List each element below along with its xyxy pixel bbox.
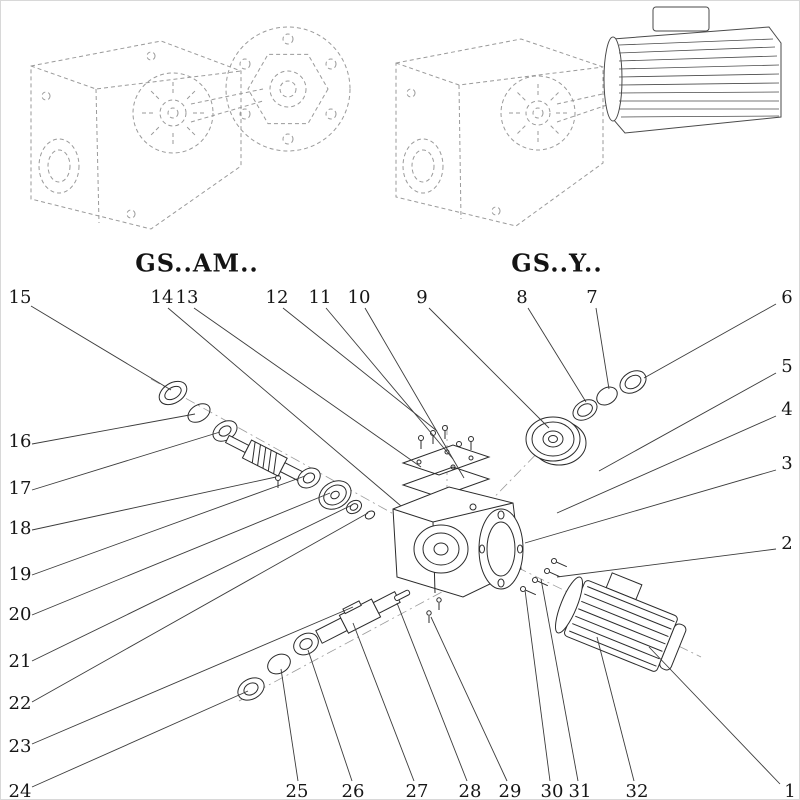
model-label-gsam: GS..AM..	[135, 248, 259, 278]
leader-line-23	[31, 606, 354, 745]
callout-number-29: 29	[498, 781, 522, 800]
leader-line-25	[280, 668, 299, 782]
callout-number-7: 7	[586, 287, 598, 308]
leader-line-15	[30, 305, 172, 391]
callout-number-17: 17	[8, 478, 32, 499]
leader-line-6	[643, 303, 777, 379]
leader-line-30	[524, 589, 551, 782]
shaft-key	[394, 589, 411, 602]
mounting-flange	[225, 26, 351, 152]
leader-line-5	[598, 372, 777, 472]
gear-spacer-ring	[572, 399, 598, 421]
output-washer	[237, 677, 265, 701]
callout-number-20: 20	[8, 604, 32, 625]
leader-line-10	[364, 307, 465, 479]
leader-line-9	[428, 307, 550, 429]
leader-line-17	[31, 431, 221, 491]
leader-line-31	[540, 578, 579, 782]
callout-number-30: 30	[540, 781, 564, 800]
input-seal	[158, 380, 188, 406]
gearbox-motor-variant-drawing	[395, 6, 782, 227]
motor-mount-screws	[520, 558, 567, 596]
callout-number-6: 6	[781, 287, 793, 308]
worm-bearing	[297, 467, 321, 489]
output-shaft	[315, 591, 401, 644]
leader-line-26	[307, 649, 353, 782]
input-hub	[132, 72, 214, 154]
callout-number-5: 5	[781, 356, 793, 377]
callout-number-26: 26	[341, 781, 365, 800]
leader-line-32	[596, 636, 635, 782]
leader-line-28	[396, 602, 468, 782]
leader-line-8	[527, 307, 587, 403]
leader-line-21	[31, 504, 353, 662]
callout-number-21: 21	[8, 651, 32, 672]
electric-motor	[555, 572, 687, 672]
leader-line-29	[430, 616, 508, 782]
callout-number-10: 10	[347, 287, 371, 308]
leader-line-1	[648, 646, 781, 785]
model-label-gsy: GS..Y..	[511, 248, 603, 278]
leader-line-14	[167, 307, 402, 507]
callout-number-8: 8	[516, 287, 528, 308]
callout-number-2: 2	[781, 533, 793, 554]
callout-number-15: 15	[8, 287, 32, 308]
callout-number-23: 23	[8, 736, 32, 757]
callout-number-14: 14	[150, 287, 174, 308]
cover-gasket	[401, 466, 491, 498]
callout-number-28: 28	[458, 781, 482, 800]
callout-number-31: 31	[568, 781, 592, 800]
leader-line-3	[524, 469, 777, 544]
leader-line-27	[352, 622, 415, 782]
callout-number-3: 3	[781, 453, 793, 474]
leader-line-11	[325, 307, 454, 460]
dowel-pin	[275, 475, 281, 488]
spur-gear	[318, 480, 352, 510]
leader-line-16	[31, 413, 196, 445]
motor-drawing	[603, 6, 782, 134]
callout-number-1: 1	[784, 781, 796, 800]
helical-gear	[525, 416, 587, 466]
callout-number-19: 19	[8, 564, 32, 585]
cover-plate	[401, 444, 491, 476]
callout-number-18: 18	[8, 518, 32, 539]
output-bearing	[293, 632, 319, 656]
callout-number-32: 32	[625, 781, 649, 800]
callout-number-25: 25	[285, 781, 309, 800]
leader-line-24	[31, 690, 249, 788]
cover-bolts	[418, 425, 474, 455]
leader-line-7	[595, 307, 610, 390]
leader-line-13	[193, 307, 422, 468]
gear-circlip	[596, 386, 618, 406]
input-circlip	[187, 403, 211, 423]
gearbox-flange-variant-drawing	[30, 26, 351, 230]
callout-number-11: 11	[308, 287, 332, 308]
leader-line-12	[282, 307, 438, 432]
callout-number-22: 22	[8, 693, 32, 714]
leader-line-2	[556, 548, 777, 578]
motor-flange-ring	[478, 508, 524, 590]
leader-line-18	[31, 476, 277, 531]
leader-line-20	[31, 492, 331, 616]
callout-number-13: 13	[175, 287, 199, 308]
exploded-view	[150, 370, 702, 702]
callout-number-9: 9	[416, 287, 428, 308]
small-screws	[426, 597, 442, 623]
shaft-seal-ring	[619, 370, 647, 394]
shim	[364, 510, 376, 520]
output-circlip	[267, 653, 291, 675]
input-hub-2	[500, 75, 576, 151]
callout-number-16: 16	[8, 431, 32, 452]
callout-number-24: 24	[8, 781, 32, 800]
callout-number-12: 12	[265, 287, 289, 308]
leader-lines	[30, 303, 781, 788]
leader-line-22	[31, 512, 369, 703]
callout-number-27: 27	[405, 781, 429, 800]
leader-line-19	[31, 475, 306, 576]
leader-line-4	[556, 415, 777, 514]
callout-number-4: 4	[781, 399, 793, 420]
